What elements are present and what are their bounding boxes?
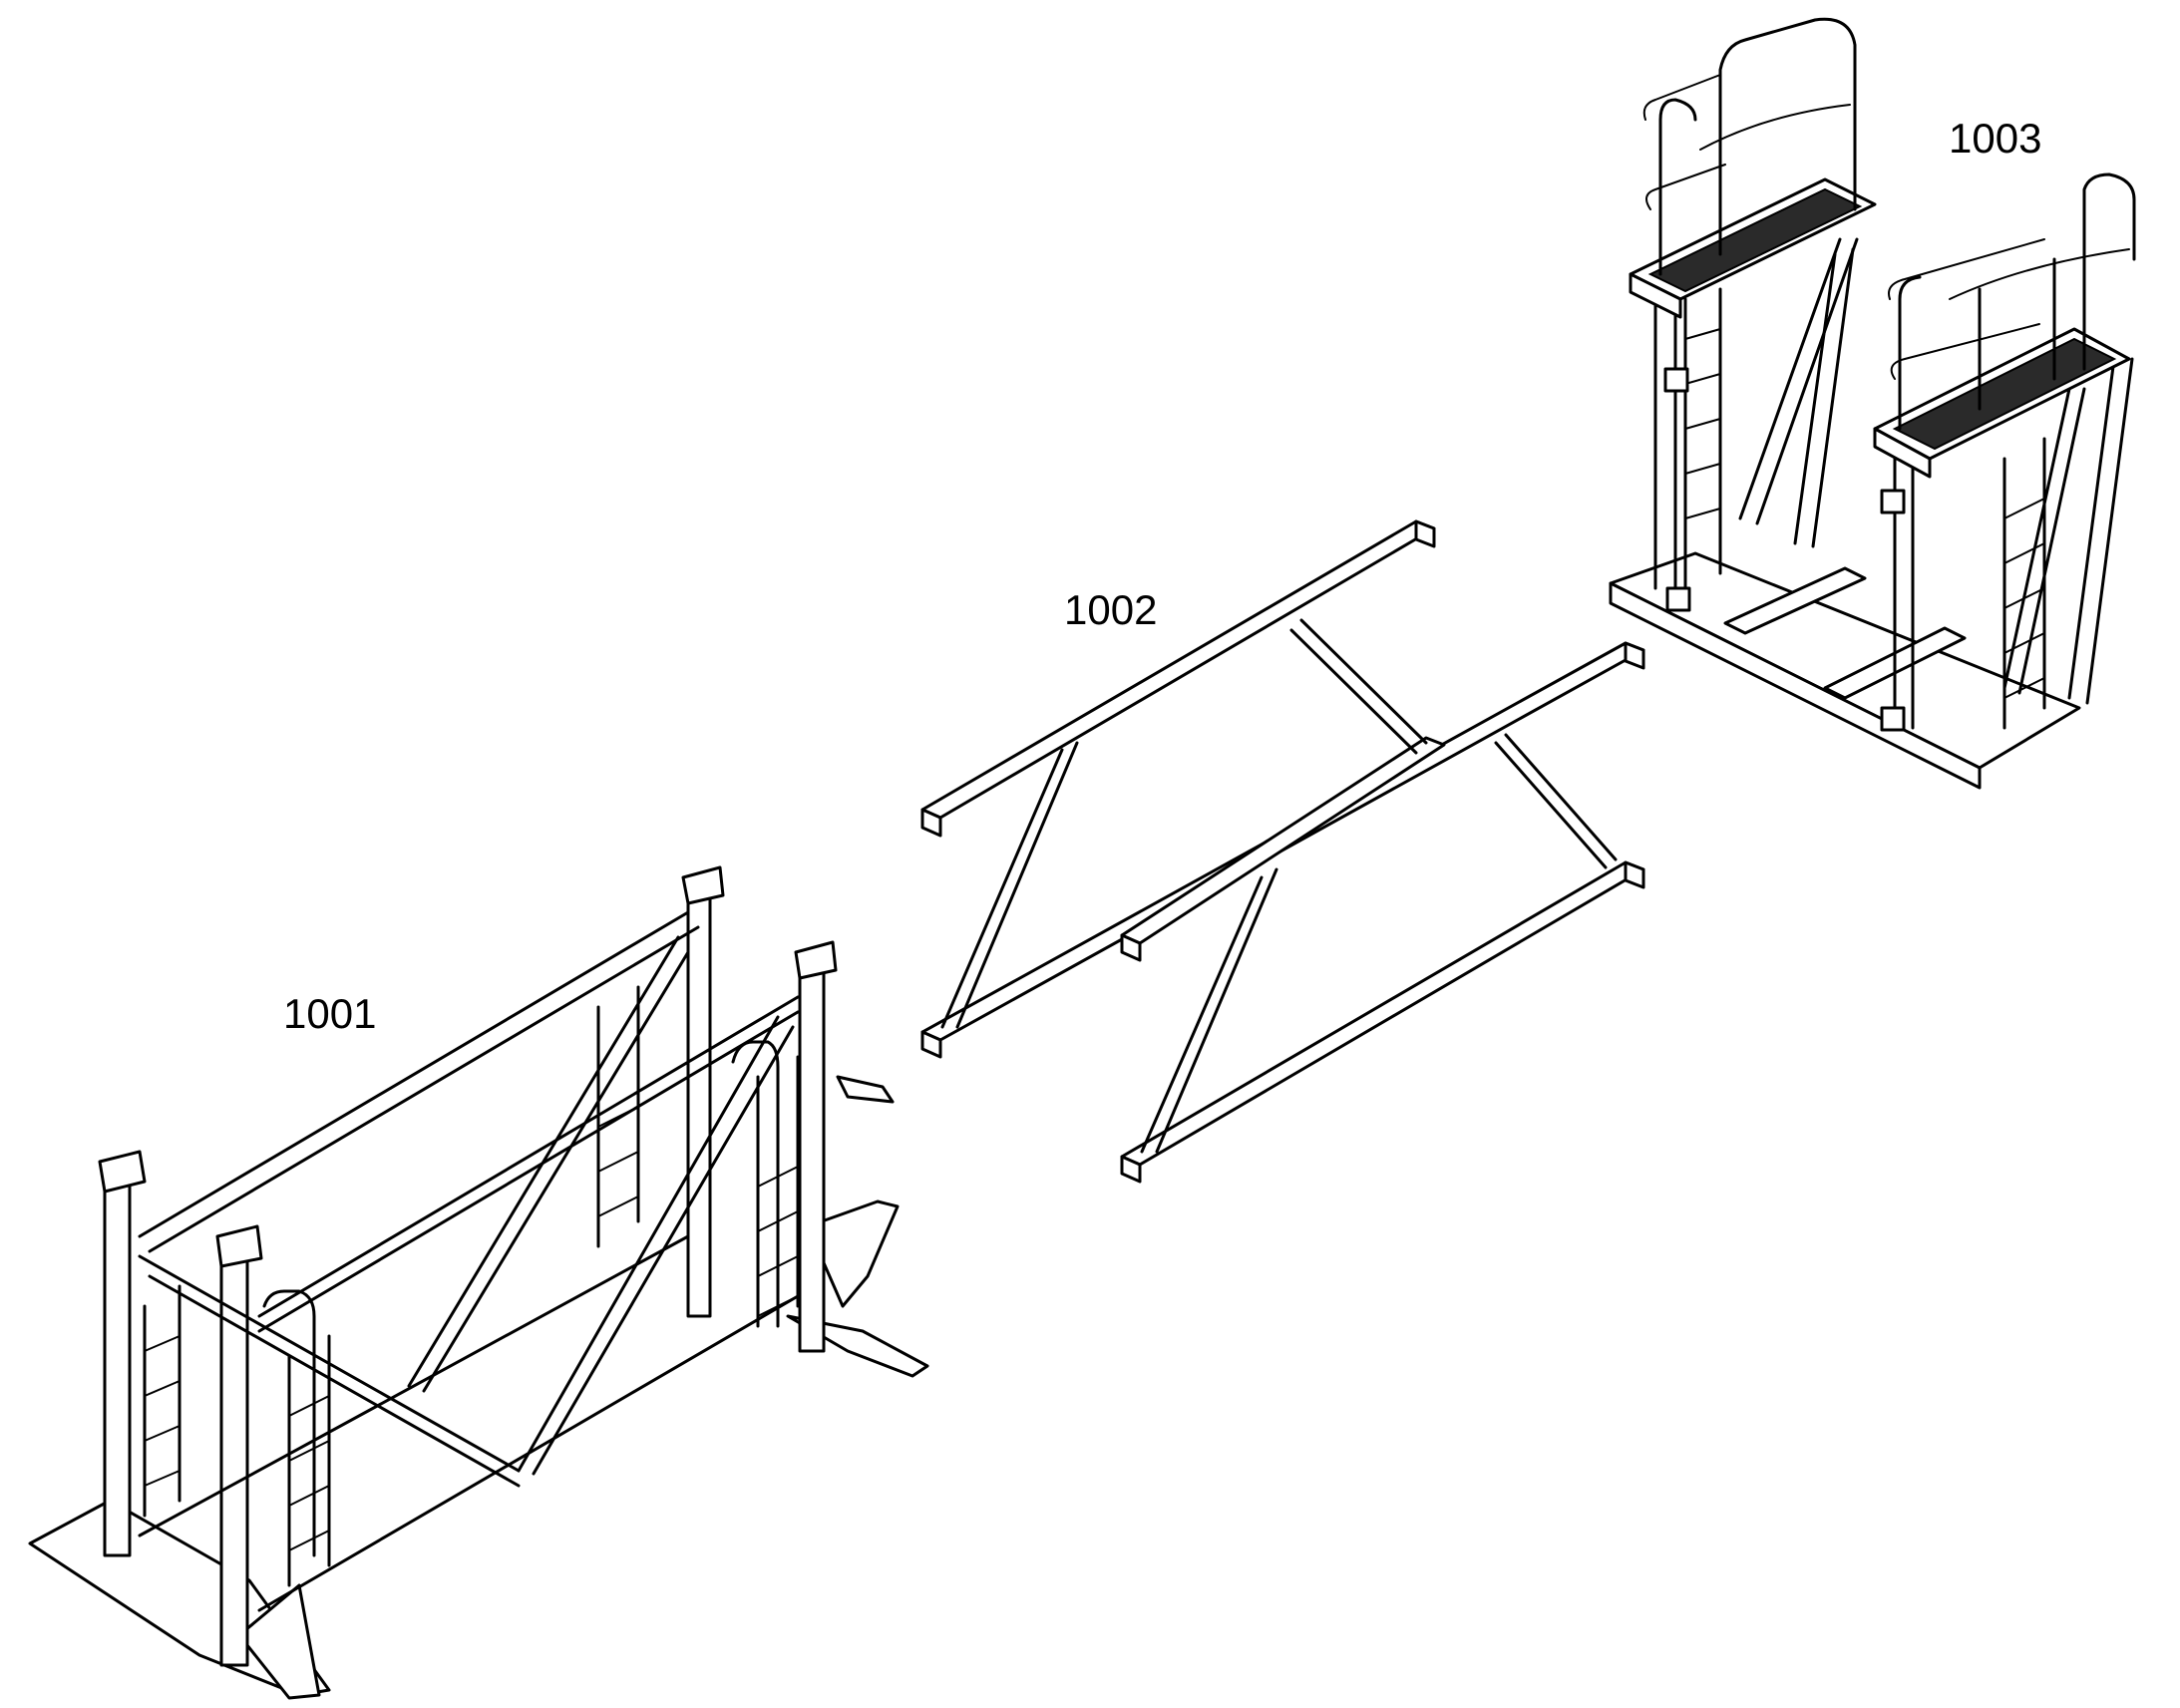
diagonal-brace-2 <box>517 1015 780 1473</box>
right-platform-edge <box>1873 427 1932 479</box>
left-railing-top <box>1718 17 1857 256</box>
left-rear-cap <box>98 1150 147 1194</box>
right-foot-gusset <box>806 1199 900 1308</box>
bottom-rail-rear <box>138 1234 690 1537</box>
upper-tube-end-2 <box>1414 519 1436 548</box>
right-railing-post <box>1898 275 1922 431</box>
left-tower-post-2 <box>1793 247 1855 548</box>
inner-tube-end <box>1120 933 1142 962</box>
diagonal-brace-1 <box>407 935 680 1388</box>
right-bracket <box>836 1075 895 1104</box>
right-tower-plate-2 <box>1880 706 1906 732</box>
right-rear-post <box>686 880 712 1318</box>
lower-tube-end <box>1120 1155 1142 1184</box>
left-platform-edge <box>1629 272 1682 319</box>
left-tower-plate <box>1663 367 1689 393</box>
right-front-cap <box>794 940 838 980</box>
cross-brace-section-1002 <box>920 519 1645 1184</box>
left-railing-post <box>1658 98 1697 276</box>
right-railing-top <box>1978 172 2136 411</box>
right-tower-ladder <box>2002 437 2046 730</box>
middle-tube-end-2 <box>1624 641 1645 670</box>
diagonal-1 <box>940 741 1079 1029</box>
left-rear-post <box>103 1165 132 1557</box>
frame-section-1001 <box>28 865 929 1700</box>
upper-tube-end <box>920 808 942 838</box>
right-rear-cap <box>681 865 725 905</box>
reference-label-1002: 1002 <box>1064 586 1158 633</box>
top-rail-front <box>257 995 800 1318</box>
right-tower-post-3 <box>2002 387 2086 695</box>
tower-base-side <box>1609 581 1982 790</box>
right-front-post <box>798 955 826 1353</box>
top-rail-rear <box>138 910 690 1238</box>
left-ladder <box>143 1284 331 1587</box>
platform-tower-section-1003 <box>1609 17 2136 790</box>
upper-tube <box>920 519 1436 820</box>
diagonal-brace-1b <box>422 950 690 1393</box>
inner-tube <box>1120 736 1446 945</box>
lower-tube <box>1120 860 1645 1167</box>
top-rail-front-2 <box>257 1010 800 1333</box>
left-front-cap <box>215 1224 263 1268</box>
left-tower-post-3 <box>1738 237 1859 525</box>
lower-cross-rail-2 <box>148 1274 521 1488</box>
right-tower-post-2 <box>2067 357 2134 705</box>
reference-label-1003: 1003 <box>1949 115 2042 162</box>
base-crossbar-1 <box>1723 566 1867 635</box>
right-hoop <box>731 1040 780 1328</box>
left-foot-gusset <box>237 1583 321 1700</box>
right-platform-grating <box>1892 337 2117 451</box>
reference-label-1001: 1001 <box>283 990 377 1037</box>
right-tower-plate <box>1880 489 1906 514</box>
left-tower-plate-2 <box>1665 586 1691 612</box>
lower-tube-end-2 <box>1624 860 1645 889</box>
left-hoop <box>262 1289 316 1557</box>
diagonal-3 <box>1140 867 1278 1154</box>
top-rail-rear-2 <box>148 925 700 1253</box>
diagonal-brace-2b <box>532 1025 795 1476</box>
diagonal-4 <box>1494 733 1618 869</box>
left-platform-grating <box>1647 187 1863 293</box>
middle-tube-end <box>920 1030 942 1059</box>
diagonal-2 <box>1289 618 1428 755</box>
left-tower-post-1 <box>1653 272 1677 600</box>
left-tower-ladder <box>1683 287 1722 590</box>
